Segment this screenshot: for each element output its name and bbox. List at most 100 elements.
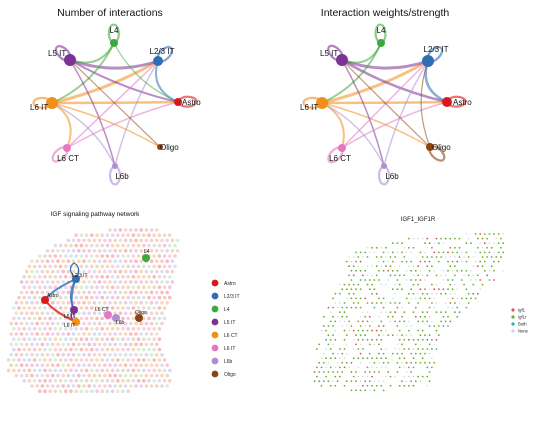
tissue-spot	[48, 295, 52, 300]
spatial-spot	[350, 325, 353, 327]
spatial-spot	[417, 293, 419, 295]
tissue-spot	[103, 342, 107, 347]
tissue-spot	[69, 368, 73, 373]
tissue-spot	[84, 275, 89, 279]
legend-label-astro: Astro	[224, 281, 236, 287]
spatial-spot	[362, 375, 364, 378]
spatial-spot	[405, 251, 408, 254]
spatial-spot	[458, 311, 461, 314]
tissue-spot	[43, 389, 47, 394]
tissue-spot	[108, 228, 112, 232]
spatial-spot	[398, 274, 401, 277]
tissue-spot	[90, 254, 94, 258]
spatial-spot	[339, 302, 341, 304]
spatial-spot	[472, 265, 474, 267]
spatial-spot	[371, 302, 373, 304]
spatial-spot	[332, 371, 334, 373]
tissue-spot	[139, 228, 143, 232]
spatial-spot	[497, 242, 500, 245]
tissue-spot	[152, 275, 156, 279]
spatial-spot	[408, 348, 410, 350]
tissue-spot	[25, 301, 29, 305]
tissue-spot	[173, 254, 177, 258]
spatial-spot	[465, 306, 468, 309]
legend-swatch-l6-it	[211, 344, 219, 352]
tissue-spot	[100, 368, 104, 373]
spatial-spot	[327, 343, 330, 346]
tissue-spot	[74, 285, 78, 290]
spatial-spot	[463, 256, 465, 258]
spatial-spot	[334, 329, 336, 332]
spatial-spot	[488, 251, 491, 254]
tissue-spot	[77, 249, 81, 253]
node-astro	[174, 98, 182, 106]
spatial-spot	[366, 247, 369, 249]
spatial-spot	[343, 329, 346, 332]
tissue-spot	[160, 280, 164, 284]
tissue-spot	[74, 254, 78, 258]
tissue-spot	[79, 285, 84, 290]
tissue-spot	[17, 327, 21, 331]
tissue-spot	[149, 228, 154, 232]
tissue-spot	[79, 379, 84, 383]
tissue-spot	[126, 275, 130, 279]
spatial-spot	[350, 260, 353, 263]
tissue-spot	[113, 259, 117, 264]
spatial-spot	[353, 348, 355, 350]
tissue-spot	[17, 347, 21, 352]
legend-swatch-l4	[211, 305, 219, 313]
tissue-spot	[27, 295, 32, 300]
tissue-spot	[131, 285, 136, 290]
tissue-spot	[103, 269, 107, 274]
spatial-spot	[442, 288, 445, 291]
tissue-spot	[103, 353, 107, 357]
tissue-spot	[100, 347, 104, 352]
spatial-spot	[410, 279, 413, 281]
spatial-spot	[362, 320, 364, 323]
spatial-spot	[426, 366, 429, 369]
spatial-spot	[396, 306, 399, 309]
tissue-spot	[118, 259, 123, 264]
tissue-spot	[64, 295, 68, 300]
tissue-spot	[84, 337, 89, 342]
spatial-spot	[421, 338, 424, 341]
tissue-spot	[27, 368, 32, 373]
spatial-spot	[332, 297, 334, 300]
tissue-spot	[30, 301, 34, 305]
spatial-spot	[456, 306, 459, 309]
tissue-spot	[66, 311, 71, 316]
spatial-spot	[378, 316, 380, 318]
spatial-spot	[350, 371, 353, 373]
spatial-spot	[445, 256, 447, 258]
tissue-spot	[110, 233, 115, 237]
legend-label-oligo: Oligo	[224, 372, 236, 378]
tissue-spot	[58, 254, 63, 258]
node-l4	[110, 39, 118, 47]
spatial-spot	[449, 246, 452, 249]
tissue-spot	[134, 321, 138, 326]
spatial-spot	[345, 334, 348, 337]
legend-label-l4: L4	[224, 307, 230, 313]
spatial-spot	[426, 320, 429, 323]
spatial-spot	[465, 233, 468, 235]
spatial-spot	[380, 247, 382, 249]
spatial-spot	[428, 325, 431, 327]
tissue-spot	[32, 327, 37, 331]
spatial-spot	[380, 265, 382, 267]
tissue-spot	[110, 379, 115, 383]
tissue-spot	[45, 363, 50, 368]
spatial-spot	[467, 292, 470, 295]
spatial-spot	[405, 371, 408, 373]
tissue-spot	[77, 363, 81, 368]
tissue-spot	[103, 384, 107, 388]
spatial-spot	[389, 320, 392, 323]
spatial-spot	[493, 279, 495, 281]
spatial-spot	[334, 302, 336, 304]
tissue-spot	[74, 368, 78, 373]
spatial-spot	[318, 361, 321, 364]
tissue-spot	[61, 290, 65, 295]
spatial-spot	[316, 366, 318, 369]
tissue-spot	[95, 316, 99, 321]
tissue-spot	[142, 285, 146, 290]
tissue-spot	[58, 327, 63, 331]
